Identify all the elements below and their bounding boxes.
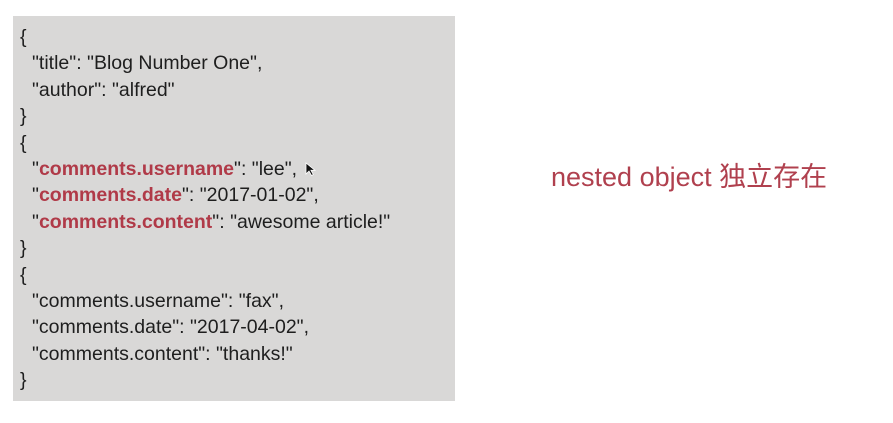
doc3-close-brace: } bbox=[20, 369, 27, 392]
quote: " bbox=[32, 157, 39, 180]
doc2-content-value: : "awesome article!" bbox=[219, 210, 391, 233]
doc3-date-line: "comments.date": "2017-04-02", bbox=[32, 316, 309, 339]
doc2-username-value: : "lee", bbox=[240, 157, 298, 180]
doc2-content-key: comments.content bbox=[38, 210, 213, 233]
doc1-open-brace: { bbox=[20, 26, 27, 48]
quote: " bbox=[32, 184, 39, 207]
author-field-line: "author": "alfred" bbox=[32, 78, 175, 101]
doc2-date-line: "comments.date": "2017-01-02", bbox=[20, 182, 455, 208]
quote: " bbox=[32, 210, 39, 233]
quote: " bbox=[212, 210, 220, 233]
doc2-date-value: : "2017-01-02", bbox=[188, 184, 319, 207]
doc1-close-brace: } bbox=[20, 105, 27, 128]
nested-object-annotation: nested object 独立存在 bbox=[551, 162, 828, 192]
doc2-content-line: "comments.content": "awesome article!" bbox=[20, 209, 455, 235]
doc3-open-brace: { bbox=[20, 263, 27, 286]
doc2-username-line: "comments.username": "lee", bbox=[20, 156, 455, 182]
title-field-line: "title": "Blog Number One", bbox=[32, 52, 263, 75]
doc2-close-brace: } bbox=[20, 237, 27, 260]
mouse-pointer-icon bbox=[305, 162, 317, 176]
code-block: { "title": "Blog Number One", "author": … bbox=[13, 16, 455, 401]
doc3-username-line: "comments.username": "fax", bbox=[32, 289, 285, 312]
doc2-username-key: comments.username bbox=[38, 157, 235, 180]
doc2-open-brace: { bbox=[20, 131, 27, 154]
doc2-date-key: comments.date bbox=[38, 184, 182, 207]
quote: " bbox=[234, 157, 241, 180]
quote: " bbox=[181, 184, 189, 207]
doc3-content-line: "comments.content": "thanks!" bbox=[32, 342, 293, 365]
